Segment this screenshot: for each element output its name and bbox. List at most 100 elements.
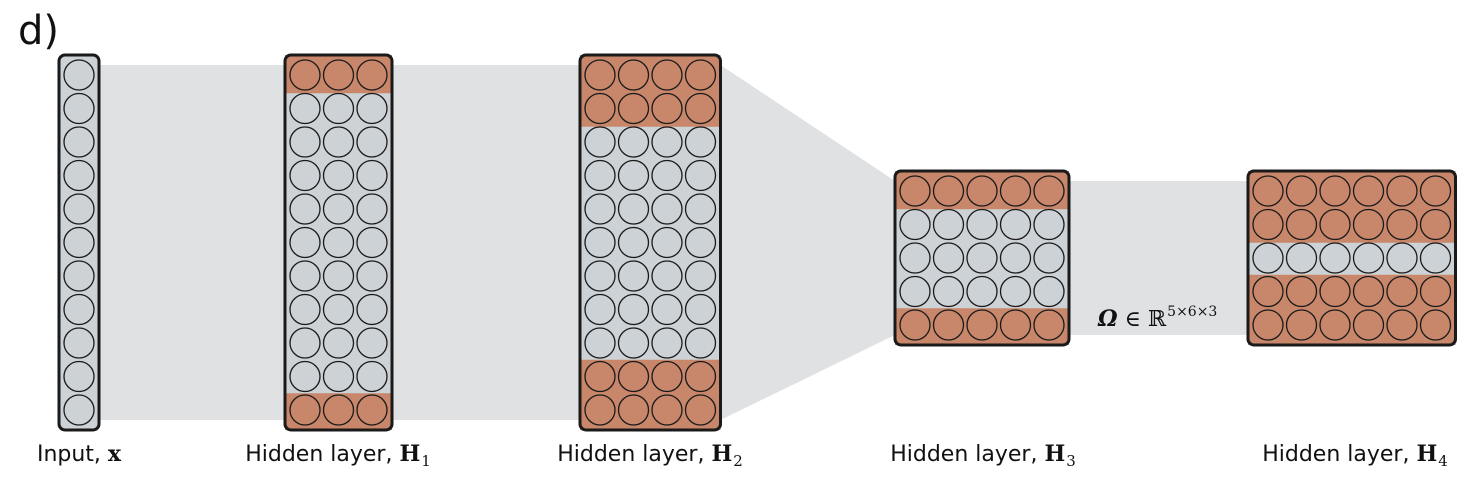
- inactive-neuron: [289, 193, 321, 225]
- inactive-neuron: [356, 126, 388, 158]
- inactive-neuron: [289, 260, 321, 292]
- caption-hidden-1: Hidden layer, H1: [245, 441, 431, 470]
- inactive-neuron: [617, 260, 650, 292]
- active-neuron: [322, 59, 355, 91]
- active-neuron: [1252, 309, 1284, 341]
- inactive-neuron: [63, 394, 95, 426]
- active-neuron: [584, 360, 616, 393]
- inactive-neuron: [356, 193, 388, 225]
- active-neuron: [684, 360, 717, 393]
- inactive-neuron: [684, 260, 717, 292]
- layer-4: [1246, 169, 1457, 347]
- active-neuron: [684, 92, 717, 125]
- active-neuron: [932, 175, 965, 207]
- active-neuron: [651, 92, 683, 125]
- inactive-neuron: [63, 293, 95, 326]
- inactive-neuron: [1033, 275, 1065, 308]
- inactive-neuron: [289, 126, 321, 158]
- active-neuron: [1285, 208, 1318, 241]
- funnel-3-to-4: [1069, 181, 1248, 335]
- inactive-neuron: [999, 242, 1032, 274]
- inactive-neuron: [356, 92, 388, 125]
- connection-funnels: [99, 65, 1248, 420]
- inactive-neuron: [289, 226, 321, 259]
- active-neuron: [617, 59, 650, 91]
- inactive-neuron: [1319, 242, 1351, 274]
- active-neuron: [1252, 175, 1284, 207]
- inactive-neuron: [932, 275, 965, 308]
- active-neuron: [617, 394, 650, 426]
- active-neuron: [1352, 275, 1385, 308]
- panel-label: d): [18, 8, 59, 54]
- layer-2: [578, 53, 722, 432]
- layer-border: [578, 53, 722, 432]
- inactive-neuron: [966, 208, 998, 241]
- inactive-neuron: [356, 260, 388, 292]
- layer-3: [893, 169, 1071, 347]
- inactive-neuron: [584, 226, 616, 259]
- inactive-neuron: [322, 126, 355, 158]
- active-neuron: [1352, 208, 1385, 241]
- inactive-neuron: [63, 226, 95, 259]
- funnel-0-to-1: [99, 65, 285, 420]
- active-neuron: [684, 394, 717, 426]
- inactive-neuron: [1033, 242, 1065, 274]
- active-neuron: [899, 175, 931, 207]
- inactive-neuron: [289, 159, 321, 192]
- inactive-neuron: [63, 126, 95, 158]
- active-neuron: [651, 59, 683, 91]
- inactive-neuron: [932, 242, 965, 274]
- active-neuron: [999, 309, 1032, 341]
- funnel-2-to-3: [720, 65, 895, 420]
- active-neuron: [1285, 309, 1318, 341]
- active-neuron: [617, 360, 650, 393]
- active-neuron: [1352, 309, 1385, 341]
- active-neuron: [1419, 175, 1452, 207]
- inactive-neuron: [899, 275, 931, 308]
- inactive-neuron: [651, 193, 683, 225]
- inactive-neuron: [356, 226, 388, 259]
- inactive-neuron: [1033, 208, 1065, 241]
- active-neuron: [651, 360, 683, 393]
- active-neuron: [899, 309, 931, 341]
- active-neuron: [584, 92, 616, 125]
- active-neuron: [1033, 175, 1065, 207]
- inactive-neuron: [617, 226, 650, 259]
- active-neuron: [289, 59, 321, 91]
- inactive-neuron: [322, 92, 355, 125]
- inactive-neuron: [899, 242, 931, 274]
- inactive-neuron: [356, 327, 388, 359]
- inactive-neuron: [63, 92, 95, 125]
- inactive-neuron: [684, 327, 717, 359]
- inactive-neuron: [289, 327, 321, 359]
- inactive-neuron: [584, 159, 616, 192]
- caption-hidden-4: Hidden layer, H4: [1262, 441, 1448, 470]
- active-neuron: [1319, 309, 1351, 341]
- layer-1: [283, 53, 394, 432]
- inactive-neuron: [322, 360, 355, 393]
- active-neuron: [999, 175, 1032, 207]
- layer-border: [283, 53, 394, 432]
- inactive-neuron: [584, 260, 616, 292]
- inactive-neuron: [322, 193, 355, 225]
- inactive-neuron: [651, 293, 683, 326]
- inactive-neuron: [651, 260, 683, 292]
- layer-border: [893, 169, 1071, 347]
- active-neuron: [1419, 275, 1452, 308]
- inactive-neuron: [684, 226, 717, 259]
- active-neuron: [289, 394, 321, 426]
- inactive-neuron: [1285, 242, 1318, 274]
- inactive-neuron: [289, 92, 321, 125]
- inactive-neuron: [684, 293, 717, 326]
- active-neuron: [966, 309, 998, 341]
- inactive-neuron: [684, 159, 717, 192]
- layer-blocks: [57, 53, 1457, 432]
- inactive-neuron: [1352, 242, 1385, 274]
- caption-hidden-2: Hidden layer, H2: [557, 441, 743, 470]
- inactive-neuron: [617, 293, 650, 326]
- inactive-neuron: [684, 193, 717, 225]
- active-neuron: [322, 394, 355, 426]
- inactive-neuron: [999, 275, 1032, 308]
- active-neuron: [1033, 309, 1065, 341]
